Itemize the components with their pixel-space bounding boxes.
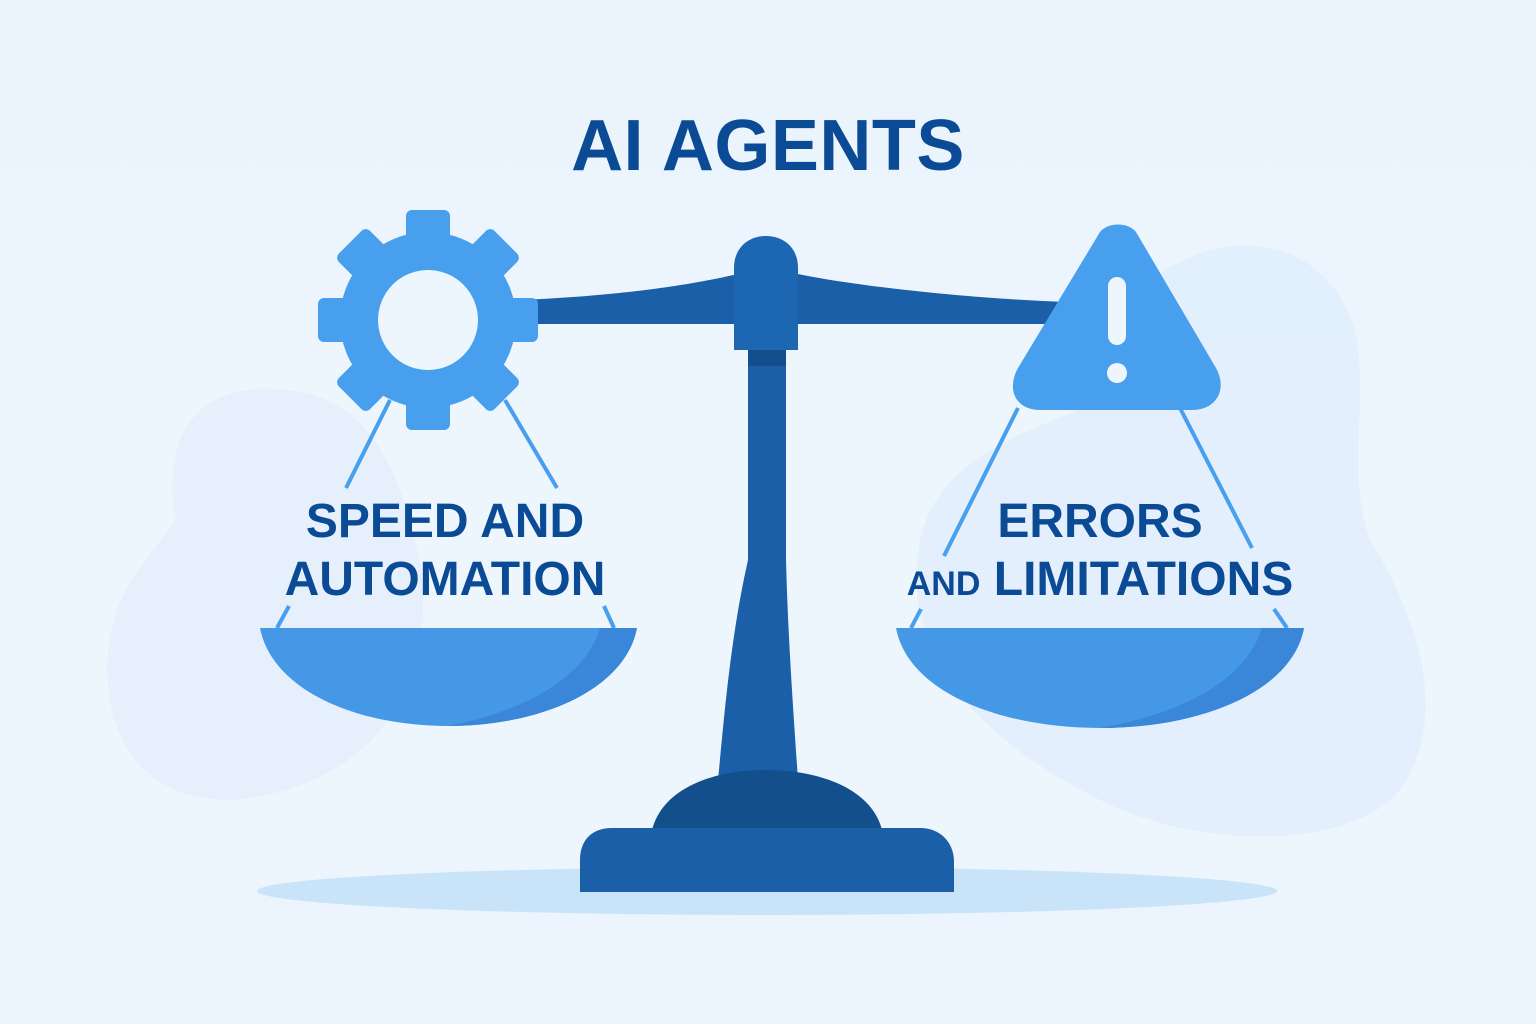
page-title: AI AGENTS bbox=[571, 106, 965, 186]
exclamation-dot bbox=[1107, 363, 1127, 383]
left-label-line1: SPEED AND bbox=[305, 495, 585, 548]
right-label-line2-prefix: AND bbox=[906, 565, 981, 603]
left-pan-strings bbox=[275, 398, 616, 629]
base-dome bbox=[652, 770, 882, 830]
beam-right-arm bbox=[798, 274, 1065, 324]
left-pan-label: SPEED AND AUTOMATION bbox=[250, 493, 640, 609]
right-pan bbox=[896, 628, 1304, 728]
pivot-cap bbox=[734, 236, 798, 350]
right-label-line1: ERRORS bbox=[997, 495, 1203, 548]
scale-pillar bbox=[718, 350, 798, 780]
gear-icon bbox=[318, 210, 538, 430]
base-block bbox=[580, 828, 954, 892]
pillar-collar bbox=[748, 350, 786, 366]
left-pan bbox=[260, 628, 637, 726]
exclamation-bar bbox=[1108, 277, 1126, 345]
right-label-line2: AND LIMITATIONS bbox=[890, 551, 1310, 613]
left-label-line2: AUTOMATION bbox=[284, 553, 606, 606]
beam-left-arm bbox=[520, 274, 738, 324]
right-pan-strings bbox=[909, 407, 1289, 630]
right-pan-label: ERRORS AND LIMITATIONS bbox=[890, 493, 1310, 613]
warning-triangle-icon bbox=[1012, 224, 1221, 410]
right-label-line2-main: LIMITATIONS bbox=[993, 553, 1294, 606]
